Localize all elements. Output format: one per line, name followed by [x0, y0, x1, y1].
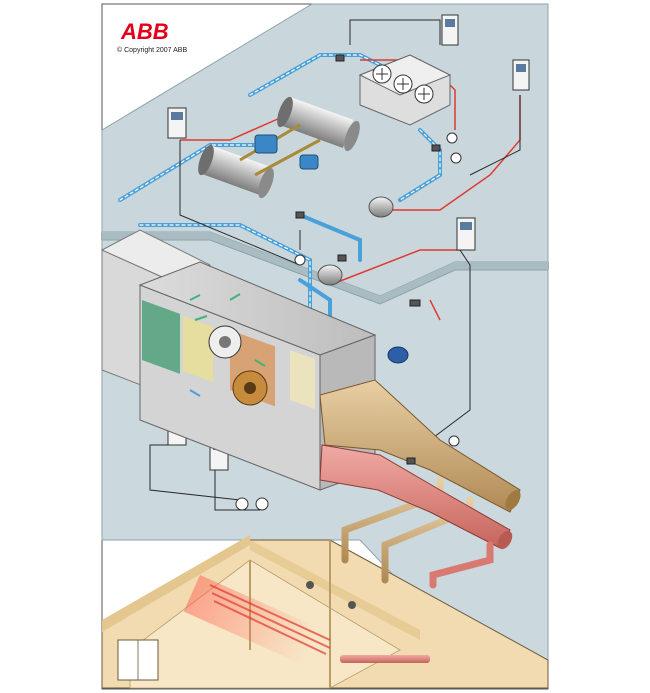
abb-logo: ABB	[121, 19, 169, 44]
sensor-icon	[235, 132, 462, 511]
radiant-heater	[209, 584, 331, 655]
copyright-text: © Copyright 2007 ABB	[117, 47, 188, 54]
building-wall-right	[250, 540, 420, 640]
air-flow-arrows	[189, 293, 266, 397]
supply-duct	[319, 379, 521, 513]
valve-icon	[295, 54, 441, 465]
fan-icon	[208, 325, 268, 406]
pump-icon	[317, 196, 409, 364]
supply-branch	[341, 476, 444, 564]
ceiling-sensor	[306, 581, 314, 589]
building-wall-left	[102, 535, 250, 632]
compressor-icon	[254, 134, 319, 170]
heat-exchanger-lower	[198, 144, 274, 199]
chiller-icon	[358, 54, 452, 126]
heat-exchanger-upper	[277, 96, 360, 152]
heating-pipe	[340, 655, 430, 663]
